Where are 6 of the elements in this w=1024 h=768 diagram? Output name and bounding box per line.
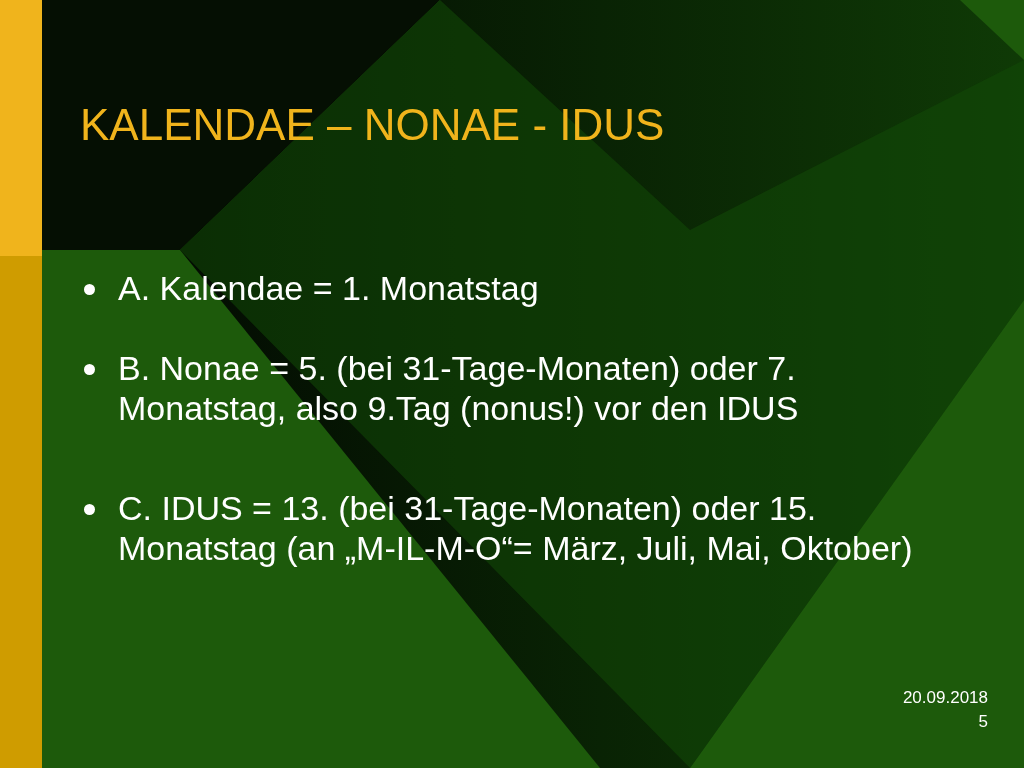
bullet-text: A. Kalendae = 1. Monatstag xyxy=(118,268,540,308)
page-number: 5 xyxy=(978,712,988,732)
bullet-text: C. IDUS = 13. (bei 31-Tage-Monaten) oder 15. Monatstag (an „M-IL-M-O“= März, Juli, Mai, Oktober) xyxy=(118,488,914,568)
bullet-text: B. Nonae = 5. (bei 31-Tage-Monaten) oder 7. Monatstag, also 9.Tag (nonus!) vor den IDUS xyxy=(118,348,800,428)
slide-date: 20.09.2018 xyxy=(902,688,988,708)
slide-title: KALENDAE – NONAE - IDUS xyxy=(80,100,665,150)
